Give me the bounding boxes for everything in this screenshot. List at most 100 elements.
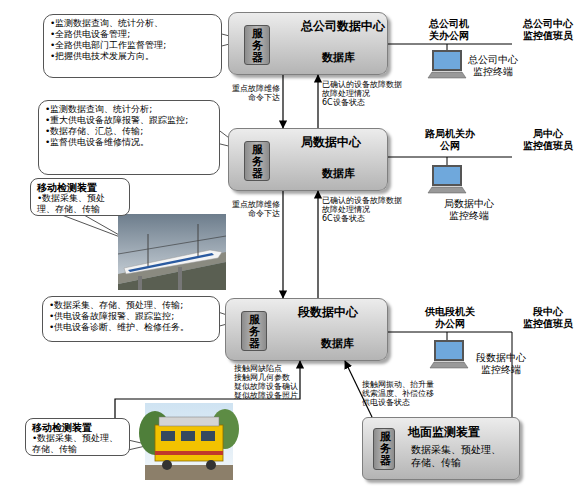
pier <box>138 276 142 290</box>
cylinder-top <box>298 42 378 52</box>
network-line <box>388 332 512 333</box>
label-text: 供电段机关 办公网 <box>420 306 480 330</box>
label-text: 局中心 监控值班员 <box>515 128 581 152</box>
connector-arrow <box>317 191 318 298</box>
track-bed <box>145 465 233 480</box>
node-text: •监测数据查询、统计分析; <box>45 104 213 115</box>
node-text: •重大供电设备故障报警、跟踪监控; <box>45 115 213 126</box>
data-center-box: 局数据中心服务器数据库 <box>228 128 388 191</box>
server-box: 服务器 <box>241 311 267 351</box>
wheel <box>162 460 172 470</box>
cylinder-body <box>298 163 378 184</box>
label-text: 路局机关办 公网 <box>420 128 480 152</box>
edge-label: 已确认的设备故障数据 故障处理情况 6C设备状态 <box>322 196 406 223</box>
node-text: 服务器 <box>251 144 263 180</box>
node-text: 数据采集、预处理、存储、传输 <box>411 443 505 469</box>
car-stripe <box>155 451 223 455</box>
wheel <box>206 460 216 470</box>
node-text: 数据库 <box>297 50 379 65</box>
node-text: •监督供电设备维修情况。 <box>45 137 213 148</box>
database-cylinder: 数据库 <box>297 157 379 185</box>
server-box: 服务器 <box>244 141 270 181</box>
car-window <box>181 431 195 441</box>
node-text: 总公司数据中心 <box>301 18 385 35</box>
node-text: 数据库 <box>297 166 379 181</box>
node-text: •数据采集、存储、预处理、传输; <box>49 300 213 311</box>
cylinder-body <box>298 47 378 68</box>
edge-label: 重点故障维修 命令下达 <box>230 84 280 102</box>
network-line <box>388 157 512 158</box>
laptop-base <box>430 362 468 368</box>
node-text: •全路供电部门工作监督管理; <box>50 40 215 51</box>
laptop-display <box>436 342 462 359</box>
edge-label: 接触网振动、抬升量 线索温度、补偿位移 供电设备状态 <box>362 380 438 407</box>
laptop-base <box>428 187 466 193</box>
node-text: 服务器 <box>251 28 263 64</box>
callout-box: •数据采集、存储、预处理、传输;•供电设备故障报警、跟踪监控;•供电设备诊断、维… <box>42 296 220 342</box>
train-stripe <box>128 253 214 272</box>
server-box: 服务器 <box>373 428 395 470</box>
node-text: •把握供电技术发展方向。 <box>50 51 215 62</box>
device-callout: 移动检测装置•数据采集、预处理、存储、传输 <box>30 178 130 216</box>
node-text: •供电设备诊断、维护、检修任务。 <box>49 322 213 333</box>
callout-box: •监测数据查询、统计分析、•全路供电设备管理;•全路供电部门工作监督管理;•把握… <box>43 14 222 78</box>
train-body <box>124 250 222 274</box>
callout-box: •监测数据查询、统计分析;•重大供电设备故障报警、跟踪监控;•数据存储、汇总、传… <box>38 100 220 175</box>
edge-label: 重点故障维修 命令下达 <box>230 200 280 218</box>
laptop-display <box>434 52 460 69</box>
laptop-screen <box>434 340 464 361</box>
laptop-icon <box>430 340 468 368</box>
node-text: •监测数据查询、统计分析、 <box>50 18 215 29</box>
network-line <box>388 44 512 45</box>
edge-label: 已确认的设备故障数据 故障处理情况 6C设备状态 <box>322 80 406 107</box>
cylinder-top <box>298 158 378 168</box>
node-text: •供电设备故障报警、跟踪监控; <box>49 311 213 322</box>
device-callout: 移动检测装置•数据采集、预处理、存储、传输 <box>25 418 130 456</box>
laptop-icon <box>428 50 466 78</box>
label-text: 段数据中心 监控终端 <box>470 352 532 375</box>
data-center-box: 段数据中心服务器数据库 <box>225 298 388 361</box>
laptop-display <box>434 167 460 184</box>
ground-device-box: 地面监测装置数据采集、预处理、存储、传输 服务器 <box>362 417 520 480</box>
cylinder-top <box>297 328 377 338</box>
car-roof-rack <box>159 417 219 426</box>
connector-arrow <box>282 191 283 298</box>
node-text: 段数据中心 <box>298 304 358 321</box>
node-text: •数据采集、预处理、存储、传输 <box>32 433 123 455</box>
node-text: •数据采集、预处理、存储、传输 <box>37 193 123 215</box>
database-cylinder: 数据库 <box>296 327 378 355</box>
database-cylinder: 数据库 <box>297 41 379 69</box>
label-text: 局数据中心 监控终端 <box>438 198 500 221</box>
photo-sky <box>118 214 226 290</box>
catenary-wire <box>118 236 226 254</box>
node-text: 局数据中心 <box>301 134 361 151</box>
pier <box>178 267 182 290</box>
server-box: 服务器 <box>244 25 270 65</box>
label-text: 总公司中心 监控值班员 <box>515 18 581 42</box>
label-text: 总公司中心 监控终端 <box>464 54 522 77</box>
edge-label: 接触网缺陷点 接触网几何参数 疑似故障设备确认 疑似故障设备照片 <box>234 364 298 400</box>
cylinder-body <box>297 333 377 354</box>
node-text: •数据存储、汇总、传输; <box>45 126 213 137</box>
node-text: 服务器 <box>248 314 260 350</box>
node-text: 服务器 <box>380 431 388 467</box>
connector-arrow <box>115 361 300 418</box>
node-text: 地面监测装置 <box>408 424 480 441</box>
network-line <box>447 157 448 165</box>
train-photo <box>118 214 226 290</box>
network-line <box>447 44 448 50</box>
node-text: 数据库 <box>296 336 378 351</box>
inspection-car-photo <box>139 403 239 480</box>
node-text: •全路供电设备管理; <box>50 29 215 40</box>
data-center-box: 总公司数据中心服务器数据库 <box>228 12 388 75</box>
connector-arrow <box>282 75 283 128</box>
label-text: 总公司机 关办公网 <box>423 18 475 42</box>
laptop-screen <box>432 165 462 186</box>
car-window <box>201 431 215 441</box>
catenary-mast <box>148 234 149 266</box>
car-body <box>155 425 223 461</box>
node-text: 移动检测装置 <box>32 422 123 433</box>
catenary-mast <box>198 224 199 256</box>
label-text: 段中心 监控值班员 <box>515 306 581 330</box>
